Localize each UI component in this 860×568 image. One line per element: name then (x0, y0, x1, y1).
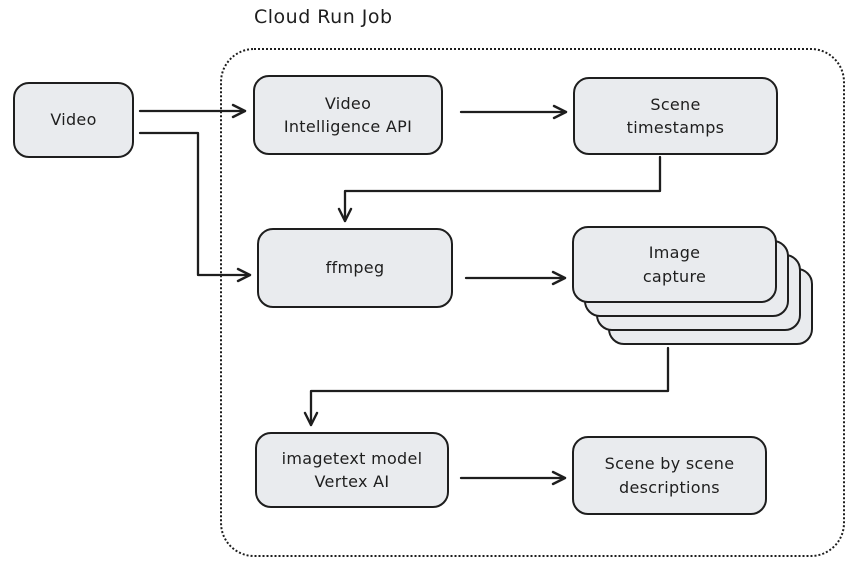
node-scene-desc-label-line1: Scene by scene (604, 454, 735, 474)
edge-video-to-ffmpeg[interactable] (138, 131, 252, 283)
node-scene-by-scene-descriptions[interactable]: Scene by scene descriptions (572, 436, 767, 515)
node-scene-timestamps[interactable]: Scene timestamps (573, 77, 778, 155)
node-image-capture-label-line2: capture (642, 266, 707, 286)
node-image-capture[interactable]: Image capture (572, 226, 777, 303)
node-scene-timestamps-label-line1: Scene (650, 94, 701, 114)
node-imagetext-label-line1: imagetext model (281, 448, 423, 468)
node-image-capture-label-line1: Image (648, 243, 701, 263)
node-vi-api-label-line1: Video (324, 93, 372, 113)
node-video-intelligence-api[interactable]: Video Intelligence API (253, 75, 443, 155)
edge-scene-timestamps-to-ffmpeg[interactable] (337, 155, 662, 223)
node-video-label: Video (50, 110, 97, 130)
node-vi-api-label-line2: Intelligence API (283, 117, 413, 136)
node-scene-desc-label-line2: descriptions (619, 477, 720, 497)
edge-image-capture-to-imagetext[interactable] (303, 346, 670, 427)
node-imagetext-model-vertex-ai[interactable]: imagetext model Vertex AI (255, 432, 449, 508)
node-ffmpeg[interactable]: ffmpeg (257, 228, 453, 308)
cloud-run-job-title[interactable]: Cloud Run Job (254, 6, 393, 28)
node-ffmpeg-label: ffmpeg (325, 258, 385, 278)
node-imagetext-label-line2: Vertex AI (314, 472, 390, 491)
node-video[interactable]: Video (13, 82, 134, 158)
cloud-run-job-group[interactable] (220, 48, 845, 557)
node-scene-timestamps-label-line2: timestamps (626, 118, 725, 137)
